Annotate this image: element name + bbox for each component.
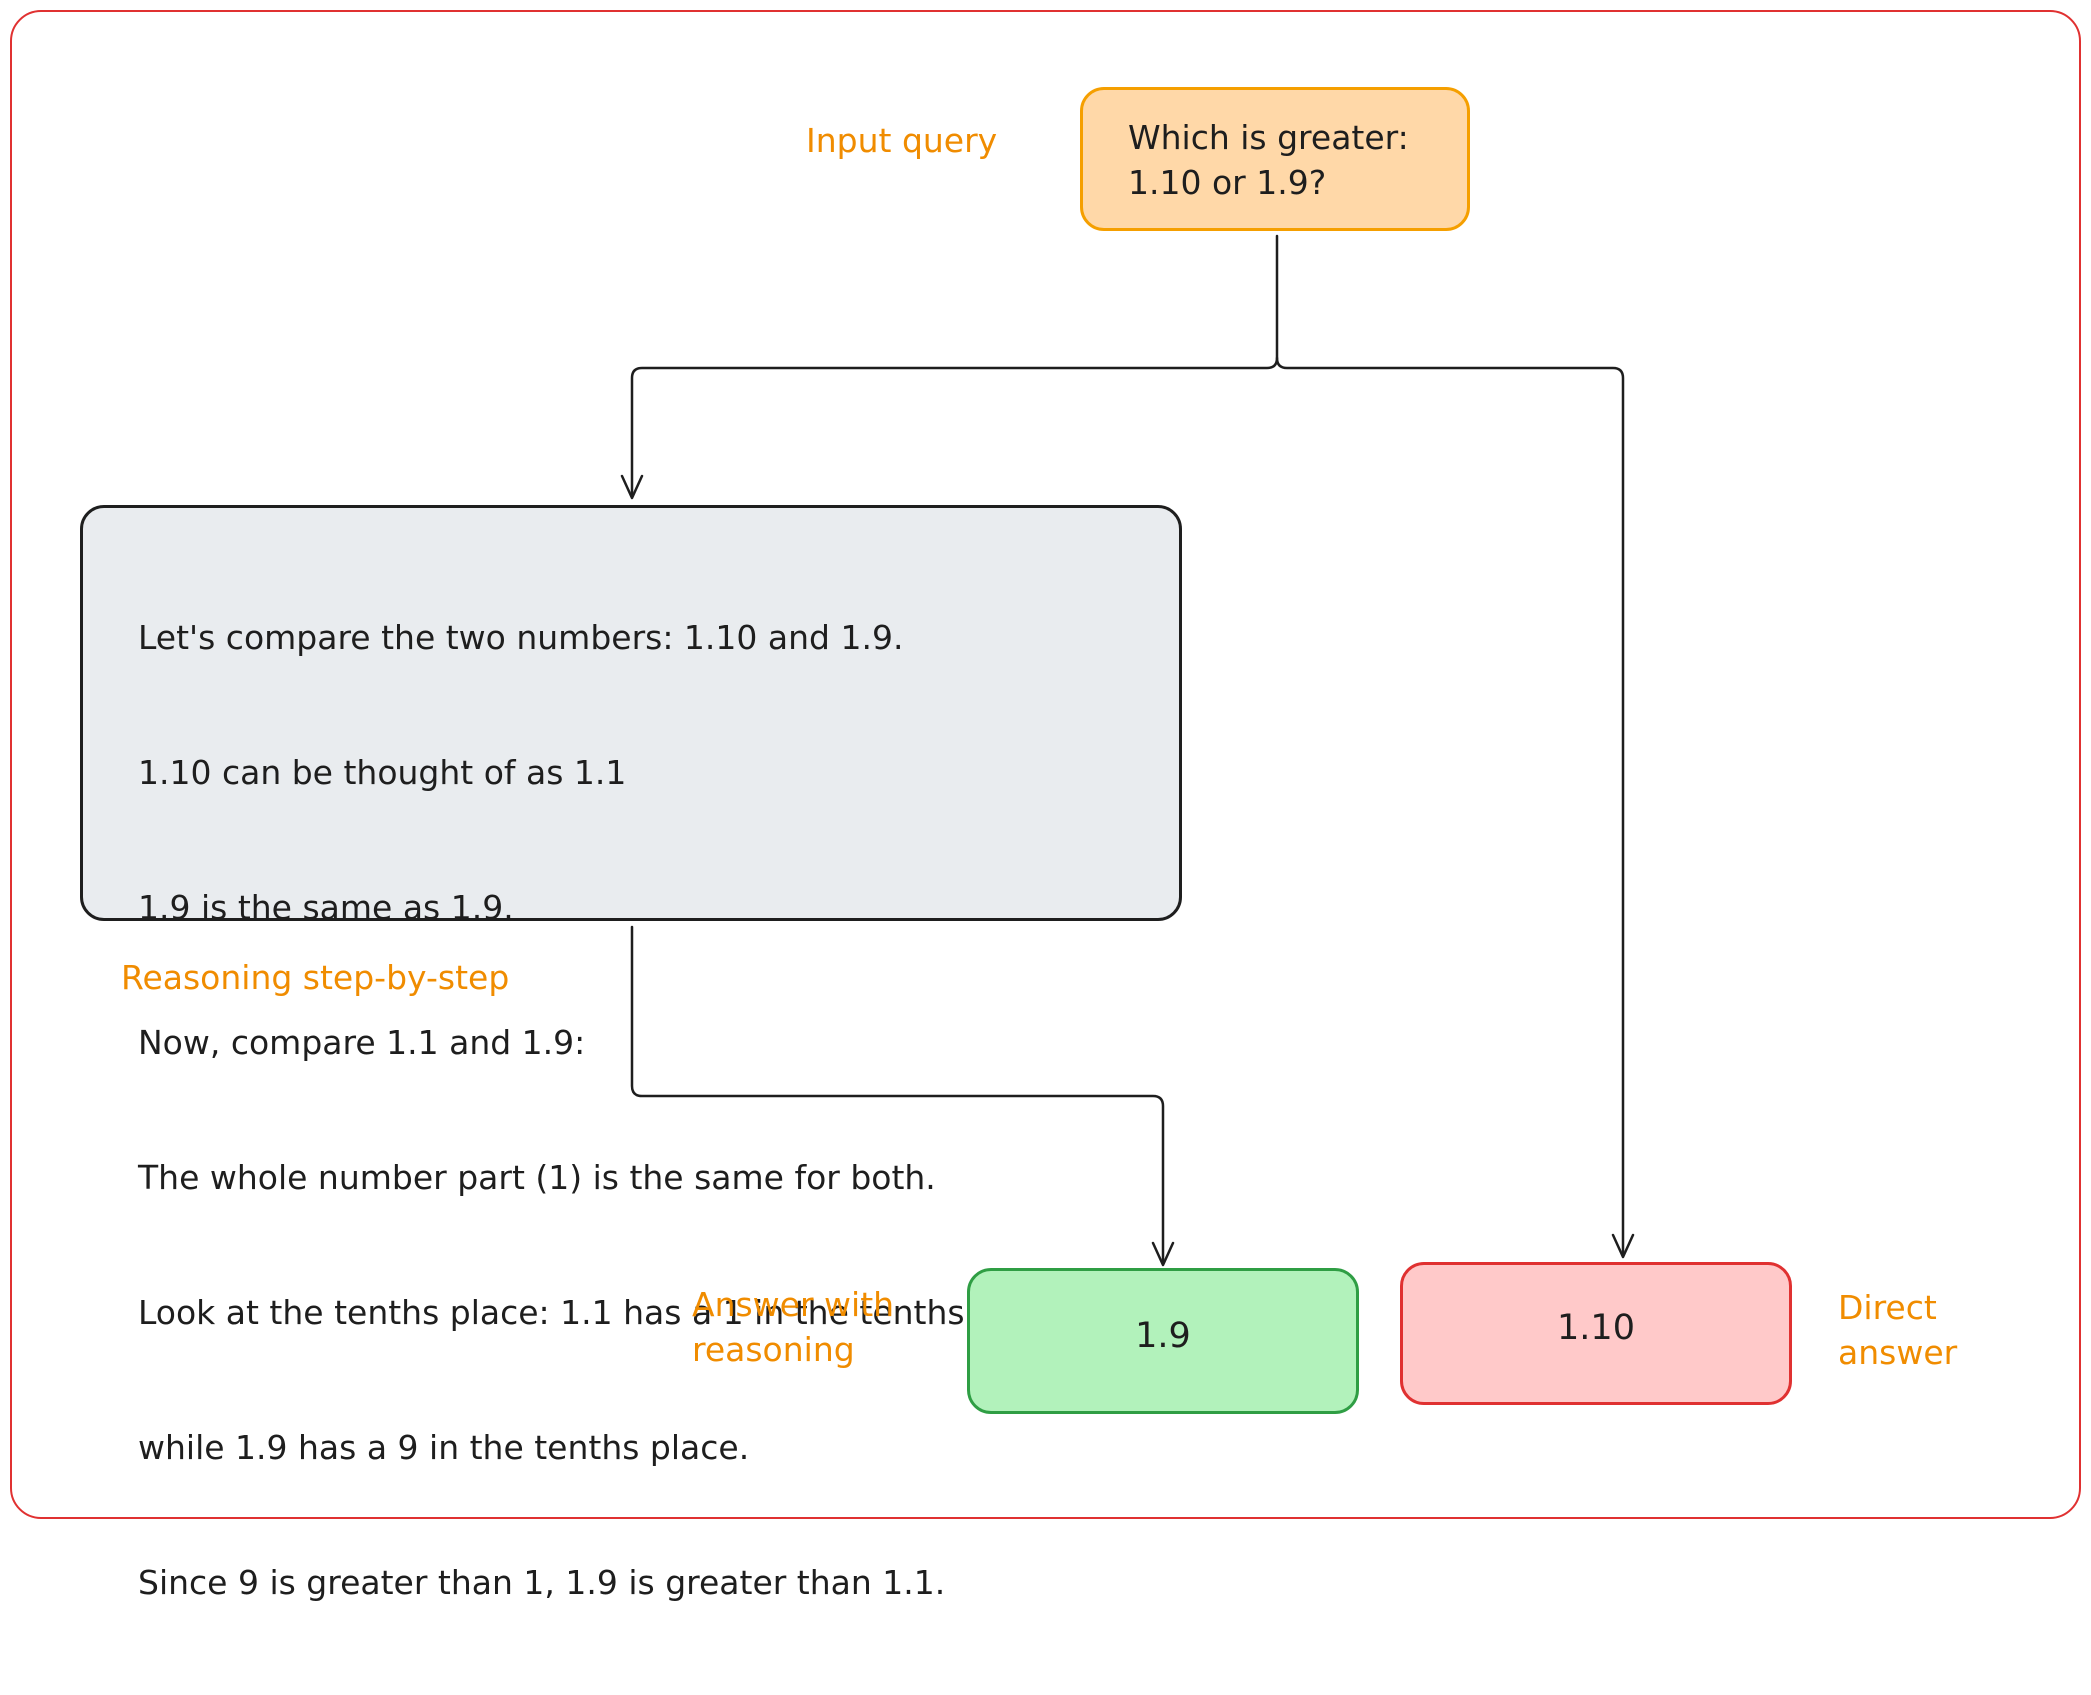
reasoning-line: Let's compare the two numbers: 1.10 and … (138, 618, 904, 657)
arrowhead-to-reasoning (620, 474, 644, 500)
query-to-direct-connector (1275, 356, 1625, 1256)
reasoning-line: while 1.9 has a 9 in the tenths place. (138, 1428, 750, 1467)
reasoning-line: Since 9 is greater than 1, 1.9 is greate… (138, 1563, 946, 1602)
reasoning-line: Look at the tenths place: 1.1 has a 1 in… (138, 1293, 1075, 1332)
reasoning-label: Reasoning step-by-step (121, 958, 510, 997)
reasoning-line: The whole number part (1) is the same fo… (138, 1158, 936, 1197)
outer-frame (10, 10, 2081, 1519)
query-stem-connector (630, 234, 1279, 497)
reasoning-line: Now, compare 1.1 and 1.9: (138, 1023, 586, 1062)
arrowhead-to-answer-with-reasoning (1151, 1241, 1175, 1267)
reasoning-line: 1.10 can be thought of as 1.1 (138, 753, 627, 792)
answer-with-reasoning-box (967, 1268, 1359, 1414)
connectors-layer (10, 10, 2081, 1519)
answer-with-reasoning-value: 1.9 (1135, 1316, 1191, 1356)
arrowhead-to-direct-answer (1611, 1233, 1635, 1259)
input-query-text: Which is greater: 1.10 or 1.9? (1128, 118, 1409, 202)
reasoning-line: 1.9 is the same as 1.9. (138, 888, 514, 927)
direct-answer-box (1400, 1262, 1792, 1405)
input-query-box (1080, 87, 1470, 231)
reasoning-to-answer-connector (630, 925, 1165, 1264)
reasoning-text: Let's compare the two numbers: 1.10 and … (138, 525, 1074, 1695)
input-query-label: Input query (806, 121, 998, 160)
reasoning-box (80, 505, 1182, 921)
direct-answer-value: 1.10 (1557, 1308, 1635, 1348)
diagram-canvas: Which is greater: 1.10 or 1.9? Input que… (10, 10, 2081, 1602)
answer-with-reasoning-label: Answer with reasoning (692, 1285, 895, 1369)
direct-answer-label: Direct answer (1838, 1288, 1958, 1372)
